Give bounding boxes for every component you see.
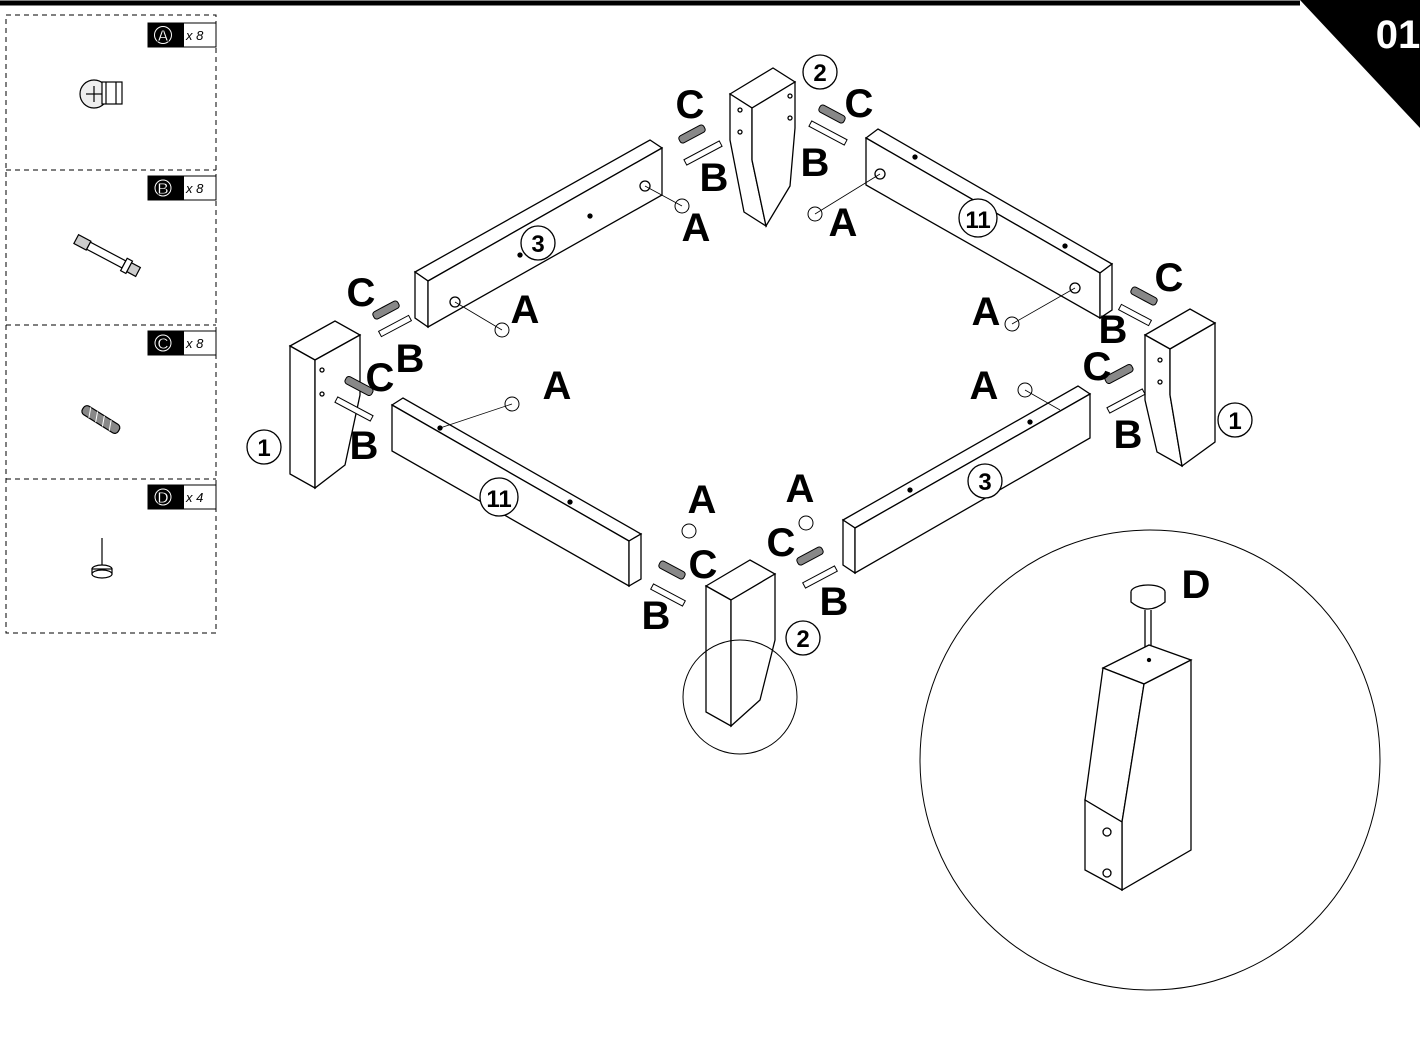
legend-part-c: C x 8 [81, 330, 217, 434]
part-number-rail-11: 11 [965, 207, 990, 234]
dowel-icon [1130, 286, 1158, 306]
label-b: B [1099, 308, 1128, 352]
dowel-icon [796, 546, 824, 566]
label-a: A [688, 478, 717, 522]
cam-bolt-icon [683, 140, 723, 166]
leg-front [704, 559, 777, 728]
leg-left [288, 320, 362, 490]
detail-label-d: D [1182, 563, 1211, 607]
detail-view-leveling-foot: D [919, 529, 1381, 991]
step-number: 01 [1376, 13, 1420, 57]
label-a: A [511, 288, 540, 332]
legend-letter-b: B [157, 181, 169, 198]
cam-lock-icon [681, 523, 697, 539]
part-number-leg-2: 2 [813, 60, 826, 87]
label-b: B [1114, 413, 1143, 457]
legend-qty-a: x 8 [185, 28, 204, 43]
cam-bolt-icon [650, 583, 686, 607]
label-b: B [801, 141, 830, 185]
label-b: B [700, 156, 729, 200]
part-number-leg-1: 1 [1228, 408, 1241, 435]
cam-bolt-icon [377, 314, 413, 338]
dowel-icon [658, 560, 686, 580]
label-a: A [829, 201, 858, 245]
rail-front-right [841, 385, 1092, 575]
legend-letter-a: A [157, 28, 169, 45]
dowel-icon [678, 124, 706, 144]
label-c: C [689, 543, 718, 587]
label-a: A [682, 206, 711, 250]
leg-right [1143, 308, 1217, 468]
cam-lock-icon [79, 79, 123, 109]
label-b: B [642, 594, 671, 638]
label-c: C [366, 356, 395, 400]
part-number-leg-2: 2 [796, 626, 809, 653]
table-frame [288, 67, 1217, 755]
frame-hardware [334, 104, 1158, 607]
label-c: C [347, 271, 376, 315]
detail-marker-circle [682, 639, 798, 755]
cam-bolt-icon [1106, 388, 1146, 414]
legend-qty-c: x 8 [185, 336, 204, 351]
label-a: A [786, 467, 815, 511]
leg-rear [728, 67, 797, 228]
page-header: 01 [0, 0, 1420, 128]
label-c: C [845, 82, 874, 126]
legend-part-d: D x 4 [91, 484, 217, 579]
cam-bolt-icon [1117, 303, 1153, 327]
label-a: A [543, 364, 572, 408]
cam-lock-icon [798, 515, 814, 531]
part-number-rail-11: 11 [486, 486, 511, 513]
label-c: C [676, 83, 705, 127]
legend-letter-c: C [157, 336, 169, 353]
part-number-rail-3: 3 [978, 469, 991, 496]
part-number-callouts: 2 3 11 1 11 3 1 2 [246, 54, 1253, 656]
legend-qty-d: x 4 [185, 490, 203, 505]
label-a: A [972, 290, 1001, 334]
label-c: C [1155, 256, 1184, 300]
frame-part-labels: C B A C B A C A B C B A C A B C A B A A … [347, 82, 1184, 638]
dowel-icon [344, 375, 374, 397]
label-b: B [820, 580, 849, 624]
wooden-dowel-icon [81, 405, 121, 434]
label-b: B [350, 424, 379, 468]
label-b: B [396, 337, 425, 381]
label-c: C [767, 521, 796, 565]
dowel-icon [372, 300, 400, 320]
hardware-legend: A x 8 B x 8 [5, 14, 217, 634]
cam-bolt-icon [334, 396, 374, 422]
dowel-icon [1104, 363, 1134, 385]
part-number-leg-1: 1 [257, 435, 270, 462]
dowel-icon [818, 104, 846, 124]
leveling-foot-icon [91, 538, 113, 579]
cam-bolt-icon [802, 565, 838, 589]
legend-part-b: B x 8 [73, 175, 217, 278]
label-a: A [970, 364, 999, 408]
part-number-rail-3: 3 [531, 231, 544, 258]
cam-bolt-icon [73, 233, 142, 278]
label-c: C [1083, 345, 1112, 389]
leg-detail [1084, 644, 1193, 892]
legend-part-a: A x 8 [79, 22, 217, 109]
cam-bolt-icon [808, 120, 848, 146]
legend-qty-b: x 8 [185, 181, 204, 196]
legend-letter-d: D [157, 490, 169, 507]
cam-lock-icon [504, 396, 520, 412]
